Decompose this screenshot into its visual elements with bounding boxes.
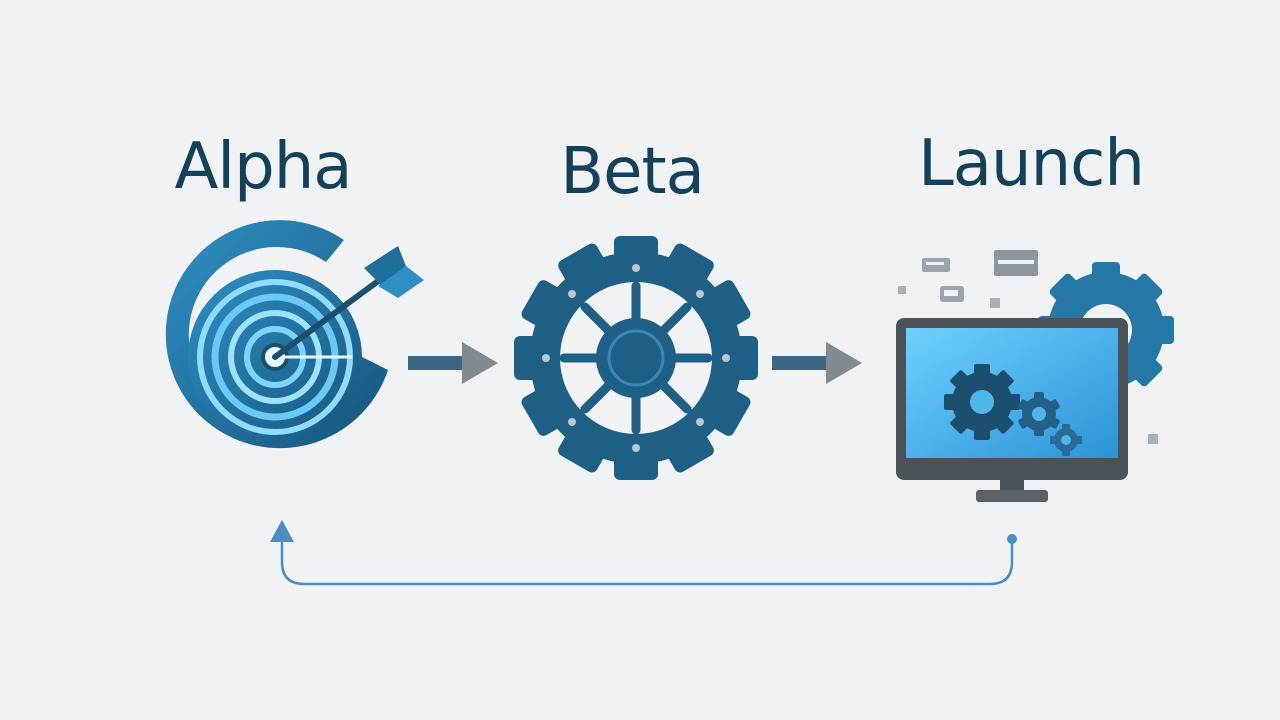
gear-bolts <box>542 264 730 452</box>
stage-label-launch: Launch <box>918 127 1145 201</box>
right-arrow-icon <box>408 342 498 384</box>
connector-shaft <box>772 356 832 370</box>
screen-gear-large <box>944 364 1020 440</box>
feedback-loop-arrow-icon <box>270 520 1017 586</box>
stage-label-alpha: Alpha <box>174 130 353 204</box>
stage-label-beta: Beta <box>560 135 705 209</box>
arrow-fletching-bottom <box>378 266 424 298</box>
right-arrow-icon <box>772 342 862 384</box>
monitor-gears-icon <box>896 250 1174 502</box>
target-arrow-icon <box>165 220 424 449</box>
arrow-fletching-top <box>364 246 406 286</box>
floating-ui-elements <box>898 250 1158 444</box>
loop-start-dot <box>1007 534 1017 544</box>
monitor-screen <box>906 328 1118 458</box>
connector-head <box>826 342 862 384</box>
arrow-shaft <box>272 273 388 360</box>
monitor-stand <box>976 490 1048 502</box>
screen-gear-small-hole <box>1032 407 1046 421</box>
loop-path <box>280 540 1014 586</box>
connector-head <box>462 342 498 384</box>
screen-gear-large-hole <box>970 390 994 414</box>
gear-hub-ring <box>607 329 665 387</box>
connector-shaft <box>408 356 468 370</box>
gear-icon <box>514 236 758 480</box>
loop-arrowhead <box>270 520 294 542</box>
screen-gear-tiny-hole <box>1061 435 1071 445</box>
